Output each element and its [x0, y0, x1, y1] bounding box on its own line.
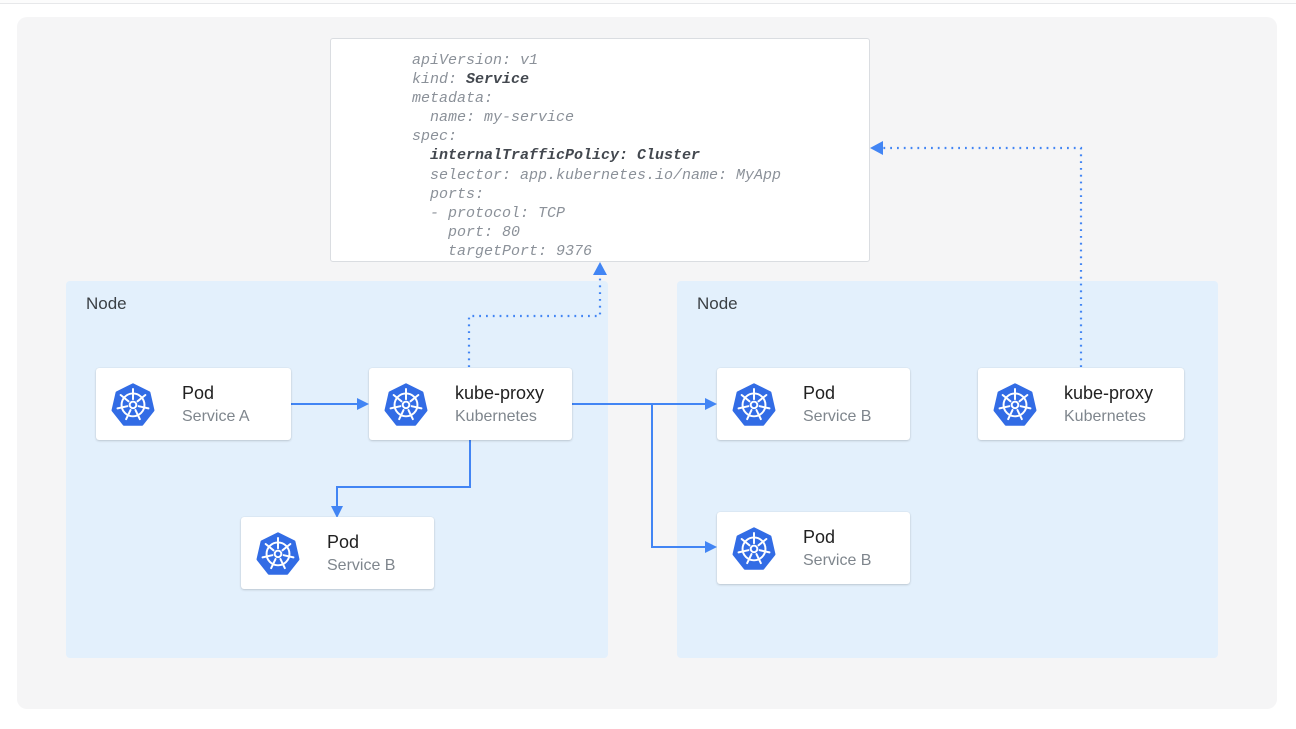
pod-service-b-left-card: Pod Service B	[241, 517, 434, 589]
yaml-code-line: name: my-service	[412, 109, 575, 127]
yaml-code-line: internalTrafficPolicy: Cluster	[430, 147, 701, 165]
yaml-code-line: targetPort: 9376	[412, 242, 593, 260]
card-subtitle: Kubernetes	[455, 407, 537, 425]
node-box-right: Node	[677, 281, 1218, 658]
card-subtitle: Service B	[327, 556, 396, 574]
card-subtitle: Service A	[182, 407, 250, 425]
kube-proxy-right-card: kube-proxy Kubernetes	[978, 368, 1184, 440]
kubernetes-icon	[256, 532, 300, 575]
card-subtitle: Service B	[803, 407, 872, 425]
kubernetes-icon	[732, 383, 776, 426]
card-subtitle: Service B	[803, 551, 872, 569]
kubernetes-icon	[732, 527, 776, 570]
card-title: Pod	[803, 382, 836, 403]
kubernetes-icon	[111, 383, 155, 426]
yaml-code-line: port: 80	[412, 223, 521, 241]
pod-service-b-right-top-card: Pod Service B	[717, 368, 910, 440]
yaml-code-line: metadata:	[412, 90, 494, 108]
pod-service-a-card: Pod Service A	[96, 368, 291, 440]
node-box-left: Node	[66, 281, 608, 658]
card-subtitle: Kubernetes	[1064, 407, 1146, 425]
card-title: kube-proxy	[455, 382, 545, 403]
card-title: Pod	[182, 382, 215, 403]
yaml-code-line: apiVersion: v1	[412, 52, 539, 69]
yaml-code-line: selector: app.kubernetes.io/name: MyApp	[412, 166, 782, 184]
pod-service-b-right-bottom-card: Pod Service B	[717, 512, 910, 584]
node-label: Node	[697, 294, 738, 313]
card-title: Pod	[327, 531, 360, 552]
kubernetes-icon	[993, 383, 1037, 426]
card-title: Pod	[803, 526, 836, 547]
yaml-code-line: spec:	[412, 128, 458, 146]
yaml-code-line: kind: Service	[412, 71, 530, 89]
kube-proxy-left-card: kube-proxy Kubernetes	[369, 368, 572, 440]
yaml-code-line: ports:	[412, 185, 485, 203]
card-title: kube-proxy	[1064, 382, 1154, 403]
yaml-code-line: - protocol: TCP	[412, 204, 566, 222]
top-divider	[0, 0, 1296, 4]
kubernetes-icon	[384, 383, 428, 426]
node-label: Node	[86, 294, 127, 313]
